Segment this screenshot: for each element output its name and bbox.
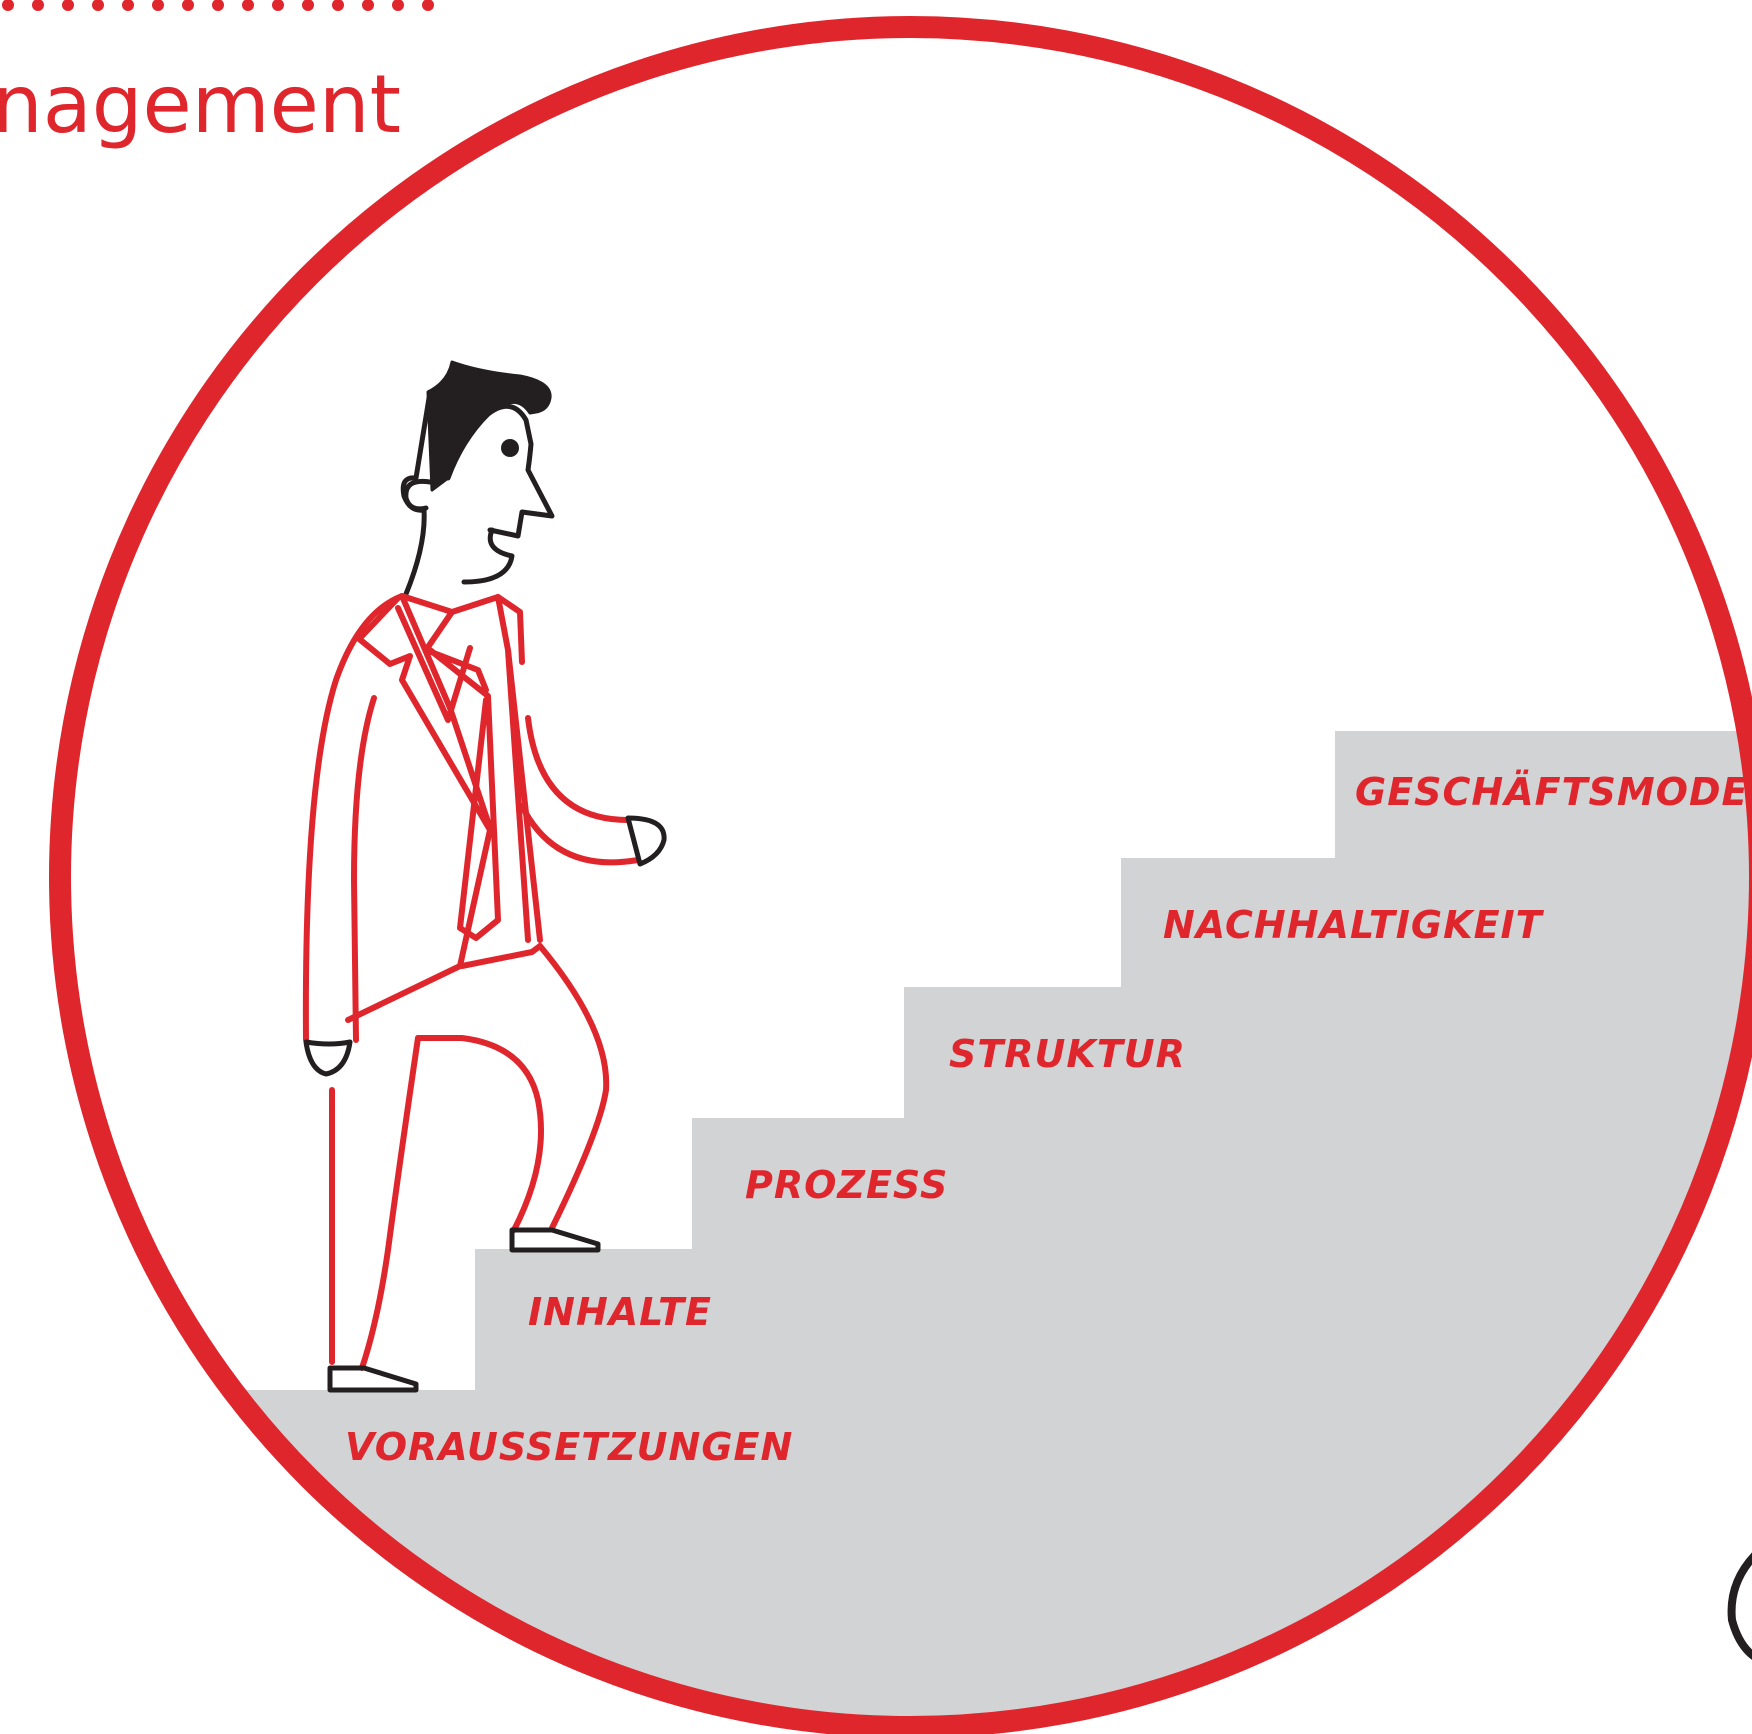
step-label-voraussetzungen: VORAUSSETZUNGEN (345, 1425, 793, 1469)
face (400, 389, 555, 597)
staircase (240, 731, 1752, 1727)
back-shoe (327, 1365, 419, 1393)
lapels-and-tie (357, 593, 543, 943)
step-label-inhalte: INHALTE (528, 1290, 712, 1334)
front-shoe (509, 1227, 601, 1253)
hand (625, 815, 667, 867)
eye (501, 439, 519, 457)
back-leg (329, 1035, 544, 1365)
step-label-prozess: PROZESS (745, 1163, 948, 1207)
header-title-fragment: nagement (0, 58, 401, 151)
step-label-struktur: STRUKTUR (949, 1032, 1186, 1076)
step-label-geschaeftsmodell: GESCHÄFTSMODELL (1355, 770, 1752, 814)
ear (403, 478, 433, 512)
dotted-rule (2, 0, 434, 11)
back-arm (351, 695, 377, 1043)
edge-arc (1727, 1552, 1752, 1660)
mouth (461, 527, 515, 585)
back-hand (303, 1039, 353, 1077)
businessman-illustration (302, 360, 667, 1393)
hair (426, 360, 552, 492)
arm (519, 715, 641, 866)
frame-circle (49, 16, 1752, 1734)
front-leg (359, 943, 610, 1371)
step-label-nachhaltigkeit: NACHHALTIGKEIT (1163, 903, 1545, 947)
